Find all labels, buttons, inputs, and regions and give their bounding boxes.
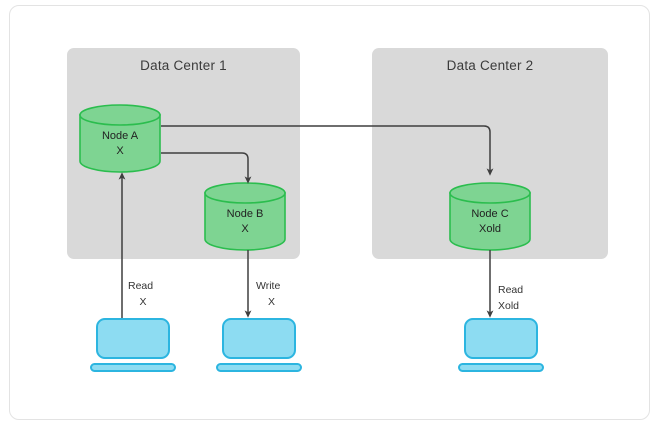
database-icon [449,182,531,251]
node-c-value: Xold [478,223,502,235]
laptop-base-icon [458,363,544,372]
node-a-cylinder[interactable]: Node A X [79,104,161,173]
edge-label-read-xold: Read Xold [498,282,523,314]
client-3-laptop[interactable] [458,318,544,373]
laptop-screen-icon [222,318,296,359]
panel-title-data-center-2: Data Center 2 [446,58,534,73]
node-c-text: Node C Xold [449,207,531,237]
node-b-name: Node B [226,208,264,220]
edge-read-xold-op: Read [498,284,524,296]
node-a-text: Node A X [79,129,161,159]
node-a-name: Node A [101,130,139,142]
edge-write-x-value: X [267,296,275,308]
edge-write-x-op: Write [256,280,281,292]
laptop-base-icon [216,363,302,372]
node-b-value: X [241,223,249,235]
node-b-text: Node B X [204,207,286,237]
laptop-screen-icon [464,318,538,359]
node-a-value: X [116,145,124,157]
edge-read-xold-value: Xold [498,300,520,312]
database-icon [79,104,161,173]
edge-label-write-x: Write X [256,278,287,310]
edge-read-x-op: Read [128,280,154,292]
node-c-cylinder[interactable]: Node C Xold [449,182,531,251]
client-1-laptop[interactable] [90,318,176,373]
laptop-screen-icon [96,318,170,359]
node-c-name: Node C [471,208,509,220]
laptop-base-icon [90,363,176,372]
client-2-laptop[interactable] [216,318,302,373]
panel-title-data-center-1: Data Center 1 [140,58,227,73]
node-b-cylinder[interactable]: Node B X [204,182,286,251]
edge-label-read-x: Read X [128,278,158,310]
edge-read-x-value: X [139,296,147,308]
